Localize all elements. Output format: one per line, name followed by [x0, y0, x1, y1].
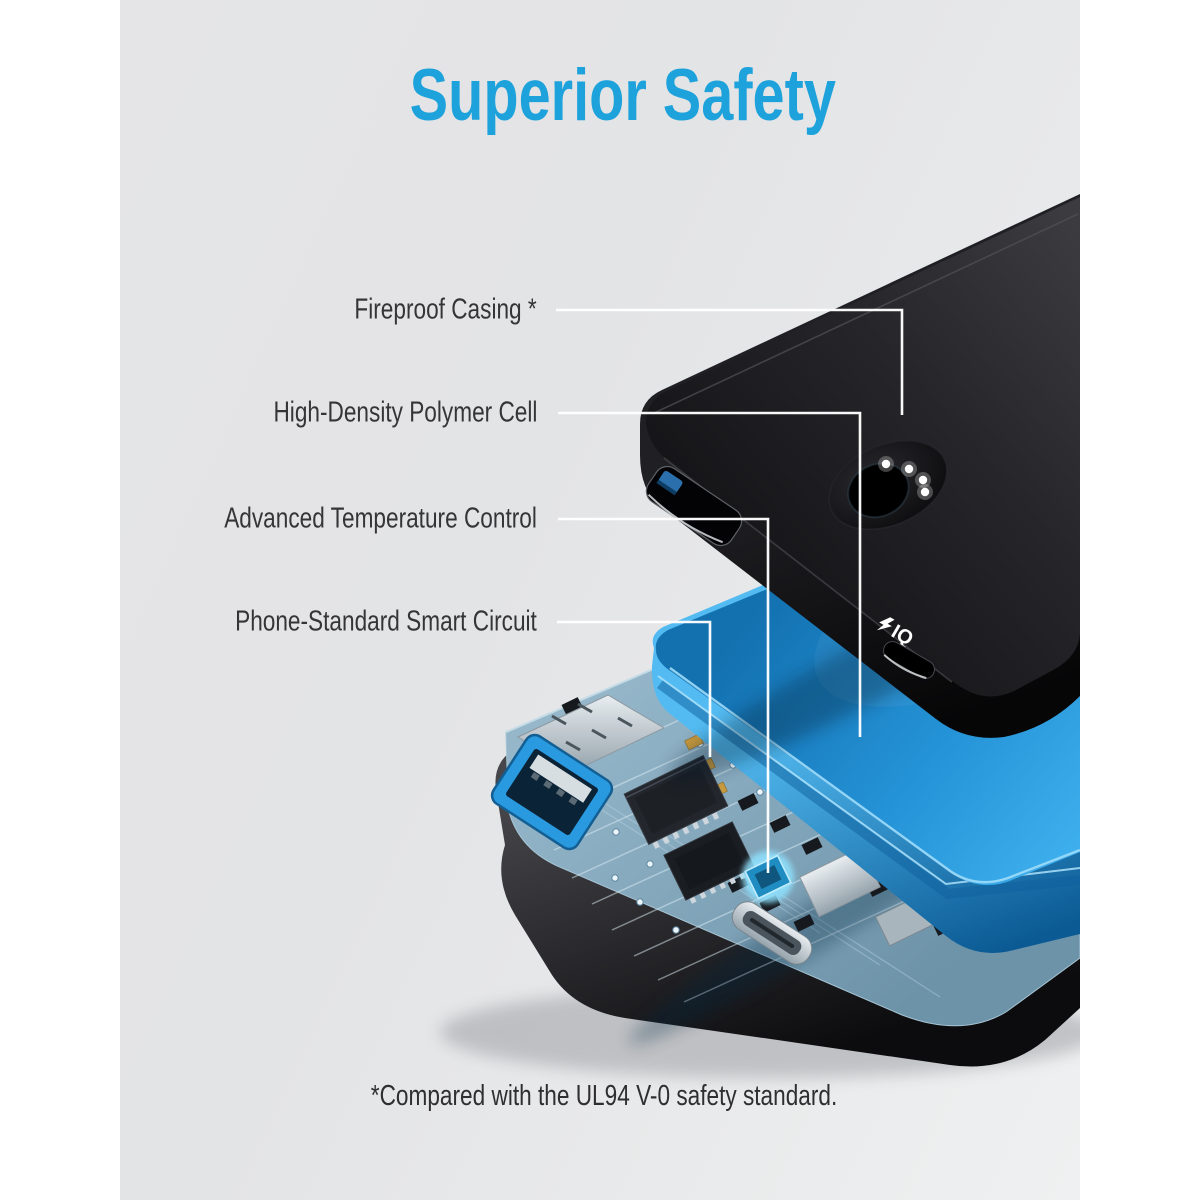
- input-port-cutout: [883, 641, 935, 680]
- page-title: Superior Safety: [120, 55, 1080, 136]
- device-illustration: IQ: [440, 194, 1080, 1078]
- footnote-text: *Compared with the UL94 V-0 safety stand…: [370, 1080, 838, 1112]
- callout-label-smart-circuit: Phone-Standard Smart Circuit: [235, 605, 537, 638]
- callout-line-smart-circuit: [557, 620, 712, 757]
- callout-line-temperature-control: [558, 517, 770, 873]
- usb-c-port: [731, 901, 813, 965]
- cell-rim-highlight: [669, 667, 1080, 884]
- temperature-control-chip: [744, 854, 792, 900]
- callout-lines: [556, 308, 904, 873]
- lightning-bolt-icon: [876, 617, 895, 631]
- callout-line-polymer-cell: [558, 411, 862, 737]
- callout-line-fireproof-casing: [556, 308, 904, 415]
- secondary-chip: [663, 821, 755, 904]
- main-chip: [623, 754, 729, 849]
- casing-top: [646, 197, 1080, 697]
- callout-label-fireproof-casing: Fireproof Casing *: [354, 293, 537, 326]
- status-leds: [878, 456, 933, 500]
- usb-a-connector: [490, 694, 666, 851]
- callout-label-polymer-cell: High-Density Polymer Cell: [273, 396, 537, 429]
- power-button: [828, 439, 948, 531]
- casing-edge-light: [651, 213, 1079, 415]
- callout-label-temperature-control: Advanced Temperature Control: [224, 502, 537, 535]
- footnote: *Compared with the UL94 V-0 safety stand…: [120, 1080, 1080, 1113]
- page-title-text: Superior Safety: [409, 55, 837, 136]
- usb-a-cutout: [645, 465, 743, 547]
